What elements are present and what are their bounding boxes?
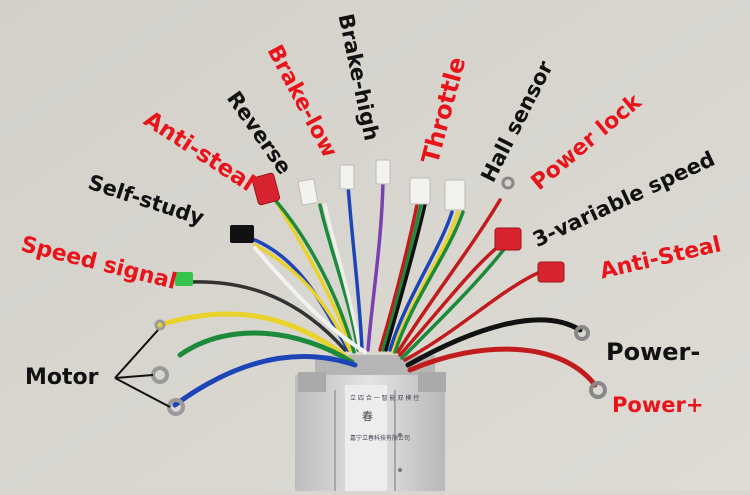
controller-text-2: 春 <box>362 410 373 423</box>
controller-text-3: 嘉宁立春科技有限公司 <box>350 434 410 442</box>
controller-sticker <box>345 385 387 491</box>
label-motor: Motor <box>25 365 99 390</box>
label-power-minus: Power- <box>606 338 701 366</box>
connectors <box>151 159 607 416</box>
controller-text-1: 立 四 合 一 智 能 双 模 控 <box>350 394 419 402</box>
wire-bundle <box>157 178 598 408</box>
controller-box: 立 四 合 一 智 能 双 模 控 春 嘉宁立春科技有限公司 <box>295 355 446 491</box>
label-power-plus: Power+ <box>612 393 704 417</box>
motor-pointer-lines <box>114 329 171 408</box>
